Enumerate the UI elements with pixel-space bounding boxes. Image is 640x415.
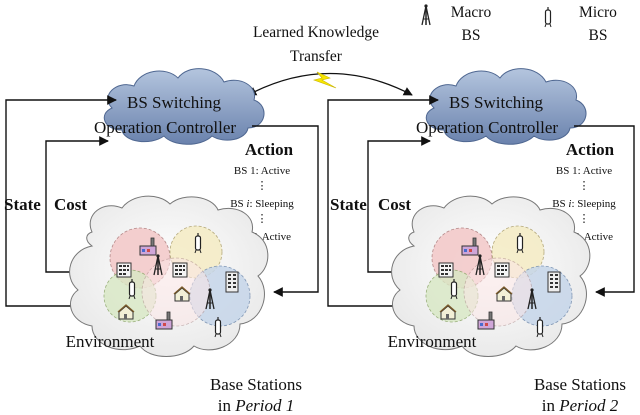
state-label: State [330,195,367,214]
caption-line1: Base Stations [534,375,626,394]
controller-cloud [103,68,265,145]
micro-bs-icon [128,278,136,300]
micro-bs-icon [194,232,202,254]
controller-label-line2: Operation Controller [416,118,558,137]
action-item-i: BS i: Sleeping [230,198,294,210]
environment-label: Environment [66,332,155,351]
action-ellipsis-2: ⋮ [257,213,268,225]
controller-label-line2: Operation Controller [94,118,236,137]
tower-building-icon [547,271,561,293]
micro-bs-icon [516,232,524,254]
panel-period-2: BS Switching Operation Controller State … [327,68,635,415]
state-label: State [4,195,41,214]
knowledge-transfer-title-line1: Learned Knowledge [253,24,379,41]
action-heading: Action [245,140,294,159]
controller-label-line1: BS Switching [449,93,543,112]
state-arrow [327,95,439,307]
cost-label: Cost [54,195,87,214]
legend-micro: Micro BS [544,4,617,44]
action-heading: Action [566,140,615,159]
controller-label-line1: BS Switching [127,93,221,112]
legend-macro-label-line1: Macro [451,4,492,21]
action-item-1: BS 1: Active [556,165,612,177]
legend-macro: Macro BS [421,3,492,44]
caption-line2: in Period 1 [218,396,295,415]
office-building-icon [438,262,454,278]
transfer-arrow [247,72,413,96]
action-arrow [252,125,319,297]
action-ellipsis-1: ⋮ [579,180,590,192]
cost-label: Cost [378,195,411,214]
micro-bs-icon [536,316,544,338]
micro-bs-icon [450,278,458,300]
action-arrow [574,125,635,297]
action-ellipsis-1: ⋮ [257,180,268,192]
legend-micro-label-line2: BS [589,27,608,44]
environment-label: Environment [388,332,477,351]
tower-building-icon [225,271,239,293]
lightning-icon [312,71,337,89]
office-building-icon [494,262,510,278]
caption-line2: in Period 2 [542,396,619,415]
state-arrow [5,95,117,307]
legend-macro-label-line2: BS [462,27,481,44]
panel-period-1: BS Switching Operation Controller State … [4,68,319,415]
micro-bs-icon [544,6,552,28]
controller-cloud [425,68,587,145]
action-item-1: BS 1: Active [234,165,290,177]
office-building-icon [116,262,132,278]
caption-line1: Base Stations [210,375,302,394]
office-building-icon [172,262,188,278]
action-item-i: BS i: Sleeping [552,198,616,210]
micro-bs-icon [214,316,222,338]
knowledge-transfer-title-line2: Transfer [290,48,343,65]
macro-bs-icon [421,3,431,26]
action-ellipsis-2: ⋮ [579,213,590,225]
legend-micro-label-line1: Micro [579,4,617,21]
